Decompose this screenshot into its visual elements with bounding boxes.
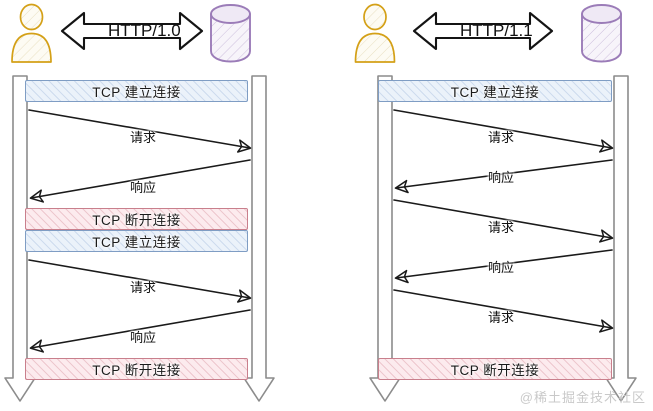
user-icon <box>354 3 396 63</box>
message-label-request-3: 请求 <box>488 310 515 325</box>
message-label-response-1: 响应 <box>130 180 157 195</box>
panel-http10 <box>4 3 275 402</box>
arrow-response-2 <box>394 249 613 284</box>
bar-tcp-establish-2: TCP 建立连接 <box>25 230 248 252</box>
bar-tcp-close-1: TCP 断开连接 <box>378 358 612 380</box>
bar-label: TCP 断开连接 <box>92 213 181 228</box>
bar-tcp-close-2: TCP 断开连接 <box>25 358 248 380</box>
bar-tcp-close-1: TCP 断开连接 <box>25 208 248 230</box>
message-label-response-2: 响应 <box>130 330 157 345</box>
bar-tcp-establish-1: TCP 建立连接 <box>378 80 612 102</box>
panel-http11 <box>354 3 637 402</box>
lifeline-server-http11 <box>605 75 637 402</box>
lifeline-client-http11 <box>369 75 401 402</box>
bar-label: TCP 建立连接 <box>92 235 181 250</box>
bar-label: TCP 建立连接 <box>450 85 540 100</box>
http-version-arrow-http11 <box>412 11 554 51</box>
message-label-request-2: 请求 <box>130 280 157 295</box>
bar-label: TCP 建立连接 <box>92 85 181 100</box>
database-icon <box>210 4 251 63</box>
message-arrows-http10 <box>28 109 252 353</box>
message-label-request-1: 请求 <box>130 130 157 145</box>
lifeline-client-http10 <box>4 75 36 402</box>
arrow-response-2 <box>29 309 251 353</box>
panel-http11-overlay: HTTP/1.1 TCP 建立连接 TCP 断开连接 请求 响应 请求 响应 请… <box>327 0 653 411</box>
arrow-request-1 <box>28 109 252 153</box>
arrow-request-1 <box>393 109 614 153</box>
watermark: @稀土掘金技术社区 <box>519 390 646 405</box>
lifeline-server-http10 <box>243 75 275 402</box>
bar-tcp-establish-1: TCP 建立连接 <box>25 80 248 102</box>
arrow-request-2 <box>393 199 614 243</box>
protocol-label-http11: HTTP/1.1 <box>460 21 533 40</box>
arrow-response-1 <box>394 159 613 194</box>
message-label-response-1: 响应 <box>488 170 515 185</box>
database-icon <box>581 4 622 63</box>
bar-label: TCP 断开连接 <box>92 363 181 378</box>
message-label-request-2: 请求 <box>488 220 515 235</box>
bar-label: TCP 断开连接 <box>450 363 540 378</box>
panel-http10-overlay: HTTP/1.0 TCP 建立连接 TCP 断开连接 TCP 建立连接 TCP … <box>0 0 326 411</box>
arrow-response-1 <box>29 159 251 203</box>
message-label-response-2: 响应 <box>488 260 515 275</box>
arrow-request-3 <box>393 289 614 333</box>
message-arrows-http11 <box>393 109 614 333</box>
user-icon <box>11 3 52 63</box>
protocol-label-http10: HTTP/1.0 <box>108 21 181 40</box>
http-version-arrow-http10 <box>60 11 204 51</box>
message-label-request-1: 请求 <box>488 130 515 145</box>
arrow-request-2 <box>28 259 252 303</box>
